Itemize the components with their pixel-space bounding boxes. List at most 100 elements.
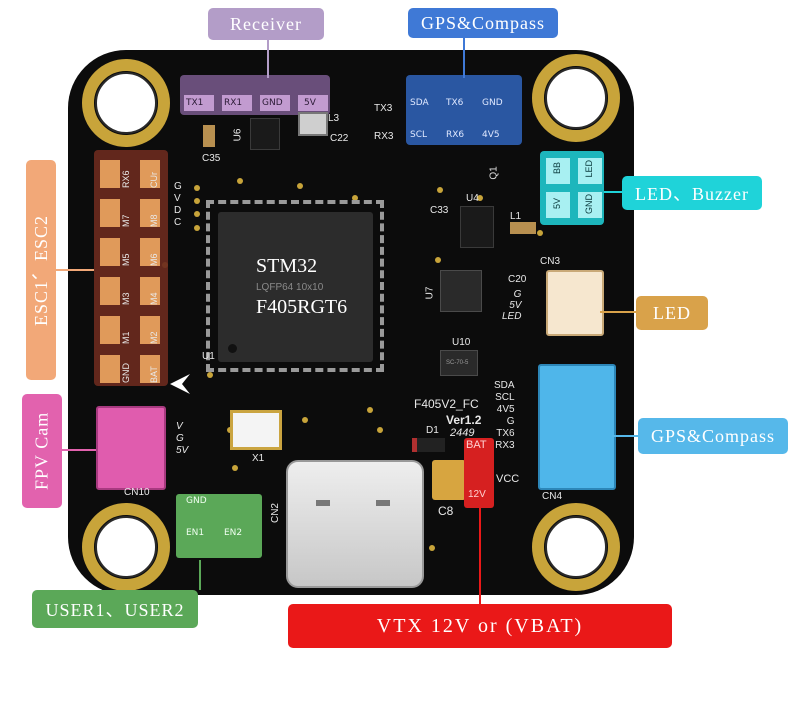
pad-tx1: TX1 — [184, 95, 214, 111]
pad-gnd-led: GND — [578, 192, 602, 218]
pad-rx1: RX1 — [222, 95, 252, 111]
u4-chip — [460, 206, 494, 248]
silk-x1: X1 — [252, 453, 265, 464]
esc-pad — [140, 160, 160, 188]
pad-tx6: TX6 — [446, 98, 464, 108]
usb-c-slot-left — [316, 500, 330, 506]
esc-pad — [140, 277, 160, 305]
esc-pad — [100, 199, 120, 227]
pad-user-en2: EN2 — [224, 528, 243, 538]
receiver-pads: TX1 RX1 GND 5V — [184, 95, 328, 111]
silk-u6: U6 — [232, 128, 244, 142]
pad-scl: SCL — [410, 130, 428, 140]
bat-12v-selector — [464, 438, 494, 508]
pad-gnd: GND — [260, 95, 290, 111]
board-version: Ver1.2 — [446, 413, 482, 427]
silk-cn4: CN4 — [542, 491, 563, 502]
silk-q1: Q1 — [488, 166, 500, 180]
esc-pad — [100, 238, 120, 266]
cn10-connector — [96, 406, 166, 490]
cn3-labels: G 5V LED — [502, 289, 522, 322]
callout-gps-right: GPS&Compass — [638, 418, 788, 454]
silk-vcc: VCC — [496, 473, 520, 485]
direction-arrow-icon — [170, 374, 190, 394]
callout-user: USER1、USER2 — [32, 590, 198, 628]
gps-top-pads-row2: SCL RX6 4V5 — [410, 130, 514, 140]
gvdc-labels: G V D C — [174, 181, 182, 228]
esc-labels-col1: RX6 M7 M5 M3 M1 GND — [121, 170, 131, 383]
esc-pads-col2 — [140, 160, 160, 383]
silk-c8: C8 — [438, 504, 454, 518]
pad-4v5: 4V5 — [482, 130, 500, 140]
silk-bat: BAT — [466, 439, 487, 451]
silk-u10: U10 — [452, 337, 471, 348]
silk-u4: U4 — [466, 193, 479, 204]
silk-d1: D1 — [426, 425, 439, 436]
silk-l3: L3 — [328, 113, 340, 124]
esc-pads-col1 — [100, 160, 120, 383]
c35-cap — [203, 125, 215, 147]
esc-pad — [140, 238, 160, 266]
l1-inductor — [510, 222, 536, 234]
c8-cap — [432, 460, 466, 500]
d1-diode — [412, 438, 445, 452]
silk-cn3: CN3 — [540, 256, 561, 267]
esc-pad — [140, 355, 160, 383]
pad-led: LED — [578, 158, 602, 184]
mcu-pin1-dot — [228, 344, 237, 353]
callout-vtx: VTX 12V or (VBAT) — [288, 604, 672, 648]
silk-l1: L1 — [510, 211, 522, 222]
silk-cn10: CN10 — [124, 487, 150, 498]
esc-pad — [100, 160, 120, 188]
silk-c22: C22 — [330, 133, 349, 144]
u10-chip — [440, 350, 478, 376]
silk-sc-chip: SC-70-5 — [446, 360, 469, 366]
mcu-label-line3: F405RGT6 — [256, 296, 348, 318]
cn10-labels: V G 5V — [176, 421, 189, 456]
pad-bb: BB — [546, 158, 570, 184]
pad-gnd-gps: GND — [482, 98, 503, 108]
silk-tx3: TX3 — [374, 103, 393, 114]
gps-top-pads-row1: SDA TX6 GND — [410, 98, 514, 108]
pad-rx6: RX6 — [446, 130, 465, 140]
silk-c20: C20 — [508, 274, 527, 285]
esc-labels-col2: CUr M8 M6 M4 M2 BAT — [149, 172, 159, 383]
silk-rx3: RX3 — [374, 131, 394, 142]
esc-pad — [100, 277, 120, 305]
silk-u7: U7 — [424, 286, 436, 300]
pad-sda: SDA — [410, 98, 429, 108]
silk-c33: C33 — [430, 205, 449, 216]
cn4-labels: SDA SCL 4V5 G TX6 RX3 — [494, 380, 515, 451]
mcu-chip — [218, 212, 373, 362]
esc-pad — [140, 316, 160, 344]
cn4-connector — [538, 364, 616, 490]
callout-fpv-cam: FPV Cam — [22, 394, 62, 508]
u6-chip — [250, 118, 280, 150]
l3-inductor — [298, 112, 328, 136]
cn3-connector — [546, 270, 604, 336]
u7-chip — [440, 270, 482, 312]
user-pad-block — [176, 494, 262, 558]
pad-user-en1: EN1 — [186, 528, 205, 538]
callout-gps-top: GPS&Compass — [408, 8, 558, 38]
led-buzzer-pad-grid: BB LED 5V GND — [546, 158, 602, 218]
gps-top-pad-strip — [406, 75, 522, 145]
board-date-code: 2449 — [450, 427, 475, 439]
silk-cn2: CN2 — [270, 502, 282, 524]
mcu-pins-outline — [206, 200, 384, 372]
esc-pad — [140, 199, 160, 227]
pad-user-gnd: GND — [186, 496, 207, 506]
callout-led-buzzer: LED、Buzzer — [622, 176, 762, 210]
callout-esc: ESC1、ESC2 — [26, 160, 56, 380]
esc-pad-block — [94, 150, 168, 386]
silk-12v: 12V — [468, 489, 486, 500]
silk-c35: C35 — [202, 153, 221, 164]
mcu-label-line1: STM32 — [256, 255, 318, 277]
silk-u1: U1 — [202, 351, 215, 362]
usb-c-slot-right — [376, 500, 390, 506]
esc-pad — [100, 355, 120, 383]
usb-c-connector — [286, 460, 424, 588]
pad-5v-led: 5V — [546, 192, 570, 218]
board-name: F405V2_FC — [414, 397, 479, 411]
callout-receiver: Receiver — [208, 8, 324, 40]
